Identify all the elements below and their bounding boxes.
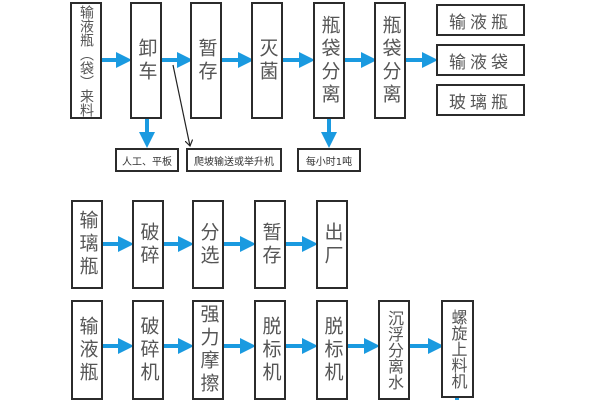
step-crusher: 破碎机 (132, 300, 164, 400)
arrow-diagonal (172, 64, 190, 146)
output-infusion-bottle: 输液瓶 (436, 4, 525, 36)
step-label: 瓶袋分离 (379, 14, 402, 107)
step-label: 瓶袋分离 (318, 14, 341, 107)
output-label: 输液袋 (449, 52, 512, 73)
note-manual-flatbed: 人工、平板 (115, 148, 179, 172)
note-label: 每小时1吨 (305, 156, 353, 168)
step-label-remover-2: 脱标机 (316, 300, 348, 400)
step-infusion-bottle-input: 输液瓶 (71, 300, 103, 400)
output-label: 输液瓶 (449, 12, 512, 33)
step-label: 出厂 (321, 221, 344, 268)
step-label: 灭菌 (256, 37, 279, 84)
step-sterilization: 灭菌 (251, 2, 283, 119)
output-infusion-bag: 输液袋 (436, 44, 525, 76)
step-label: 暂存 (259, 221, 282, 268)
step-storage: 暂存 (254, 200, 286, 289)
step-sorting: 分选 (192, 200, 224, 289)
step-label: 脱标机 (259, 315, 282, 385)
note-label: 爬坡输送或举升机 (194, 156, 274, 168)
step-incoming-material: 输液瓶（袋）来料 (70, 2, 102, 119)
step-label-remover-1: 脱标机 (254, 300, 286, 400)
step-crushing: 破碎 (132, 200, 164, 289)
step-label: 螺旋上料机 (448, 309, 468, 389)
step-label: 分选 (197, 221, 220, 268)
step-label: 脱标机 (321, 315, 344, 385)
step-friction-washer: 强力摩擦 (192, 300, 224, 400)
step-dispatch: 出厂 (316, 200, 348, 289)
step-temporary-storage: 暂存 (190, 2, 222, 119)
step-label: 输液瓶（袋）来料 (78, 4, 94, 117)
step-float-sink-separation: 沉浮分离水 (378, 300, 410, 400)
step-label: 暂存 (195, 37, 218, 84)
step-bottle-bag-separation-1: 瓶袋分离 (313, 2, 345, 119)
step-glass-bottle-input: 输璃瓶 (71, 200, 103, 289)
note-label: 人工、平板 (122, 156, 172, 168)
step-screw-feeder: 螺旋上料机 (441, 300, 474, 398)
step-label: 沉浮分离水 (385, 310, 404, 390)
output-label: 玻璃瓶 (449, 92, 512, 113)
step-label: 强力摩擦 (197, 304, 220, 396)
step-label: 输液瓶 (76, 315, 99, 385)
note-capacity: 每小时1吨 (297, 148, 361, 172)
step-label: 破碎机 (137, 315, 160, 385)
note-incline-conveyor: 爬坡输送或举升机 (186, 148, 282, 172)
step-unloading: 卸车 (130, 2, 162, 119)
output-glass-bottle: 玻璃瓶 (436, 84, 525, 116)
step-label: 输璃瓶 (76, 210, 99, 279)
step-bottle-bag-separation-2: 瓶袋分离 (374, 2, 406, 119)
step-label: 破碎 (137, 221, 160, 268)
step-label: 卸车 (135, 37, 158, 84)
